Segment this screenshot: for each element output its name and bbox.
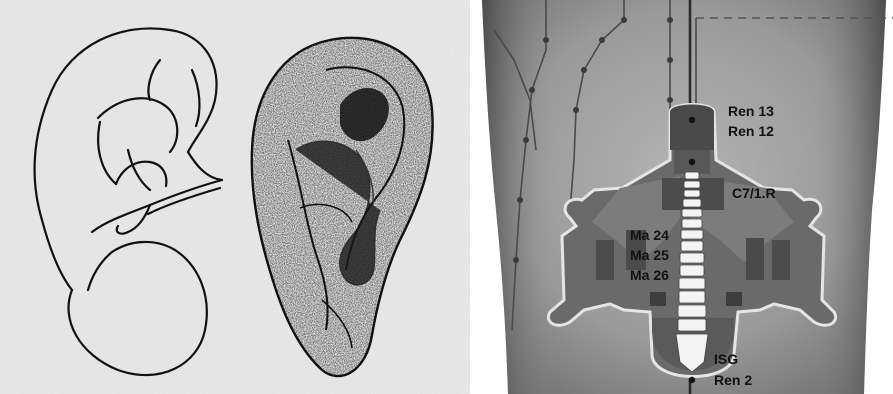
- torso-acupuncture-map: Ren 13 Ren 12 C7/1.R Ma 24 Ma 25 Ma 26 I…: [474, 0, 893, 394]
- label-ren-12: Ren 12: [728, 123, 774, 139]
- label-ren-2: Ren 2: [714, 372, 752, 388]
- right-panel: Ren 13 Ren 12 C7/1.R Ma 24 Ma 25 Ma 26 I…: [474, 0, 893, 394]
- label-isg: ISG: [714, 351, 738, 367]
- left-panel: [0, 0, 470, 394]
- label-c7-1r: C7/1.R: [732, 185, 776, 201]
- label-ren-13: Ren 13: [728, 103, 774, 119]
- label-ma-26: Ma 26: [630, 267, 669, 283]
- ear-fetus-illustration: [0, 0, 470, 394]
- label-ma-24: Ma 24: [630, 227, 669, 243]
- label-ma-25: Ma 25: [630, 247, 669, 263]
